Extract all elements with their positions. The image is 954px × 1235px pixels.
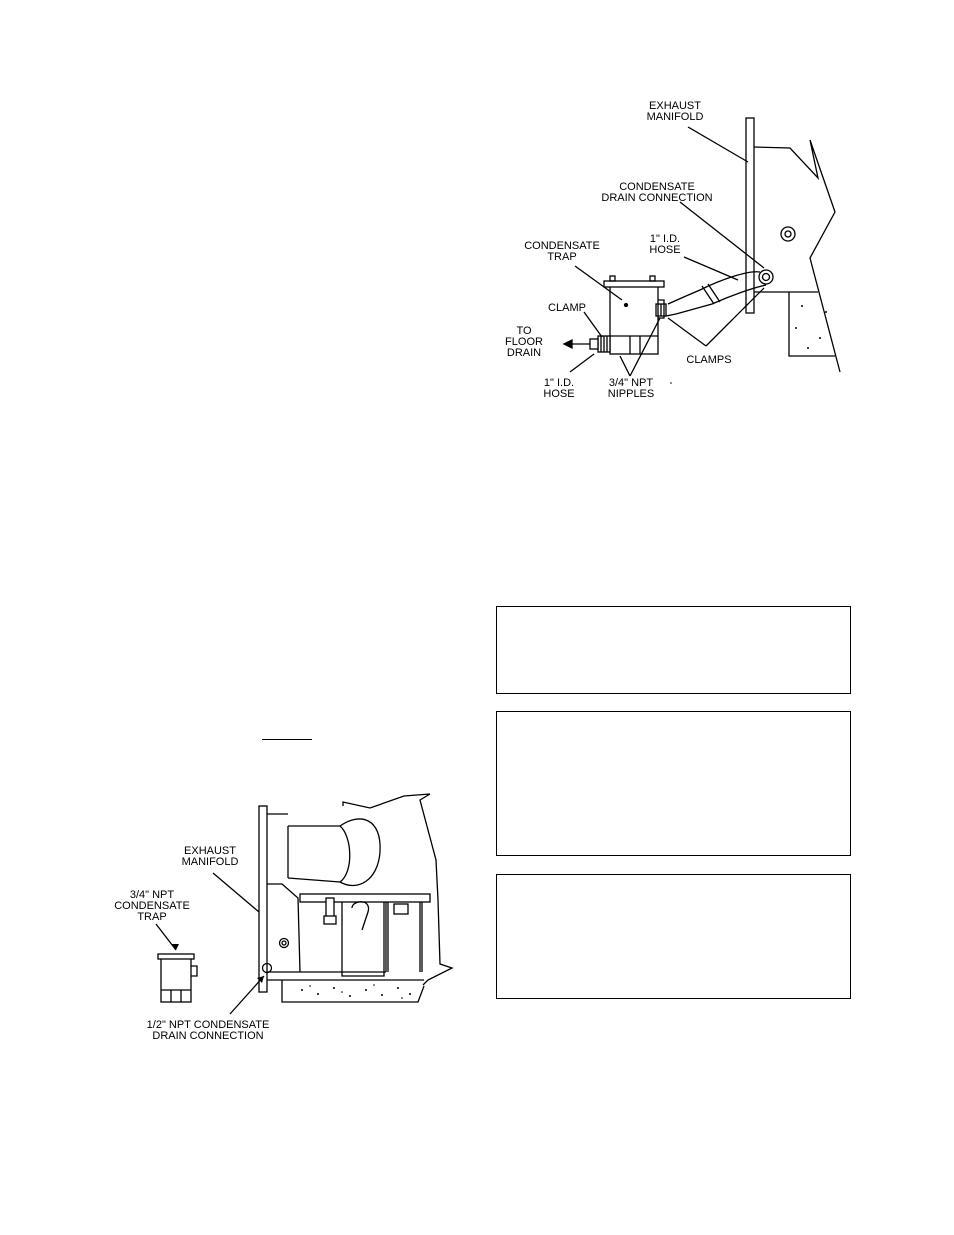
bottom-concrete-pad <box>281 980 425 1003</box>
drain-connection-fitting <box>758 269 774 285</box>
exhaust-manifold-plate <box>745 117 755 314</box>
bottom-condensate-trap <box>160 957 192 1003</box>
bottom-manifold-plate <box>258 805 268 993</box>
label-hose-bottom: 1" I.D.HOSE <box>543 377 575 400</box>
bottom-drain-connection <box>261 962 273 974</box>
label-clamps: CLAMPS <box>686 354 732 366</box>
top-hose <box>675 271 767 315</box>
manifold-outline <box>753 139 841 373</box>
manifold-bolt <box>780 226 796 242</box>
label-clamp: CLAMP <box>548 302 586 314</box>
bottom-manifold-outline <box>267 793 454 986</box>
concrete-pad <box>788 292 835 357</box>
bottom-manifold-bolt <box>278 937 290 949</box>
support-plate <box>299 893 431 903</box>
note-box-3 <box>496 874 851 999</box>
note-box-2 <box>496 711 851 856</box>
exhaust-bell <box>287 818 381 887</box>
note-box-1 <box>496 606 851 694</box>
label-hose-top: 1" I.D.HOSE <box>649 233 681 256</box>
underline-rule <box>262 739 312 740</box>
